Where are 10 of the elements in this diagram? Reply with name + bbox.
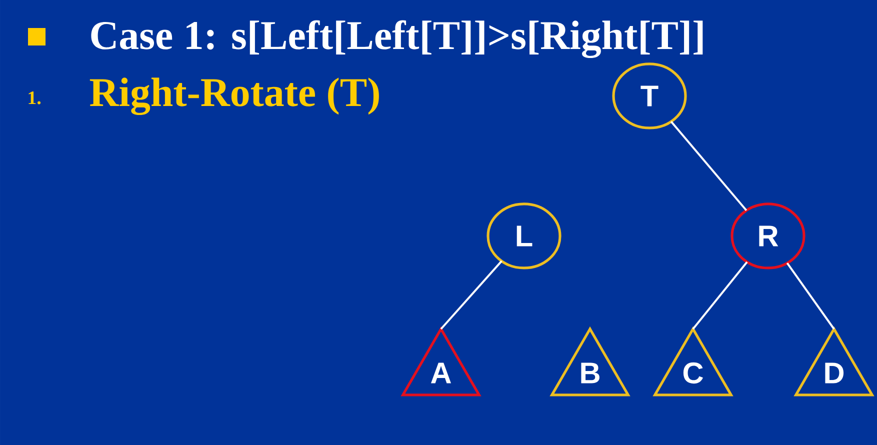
- list-item-text: Right-Rotate (T): [90, 78, 379, 115]
- connector-line: [692, 261, 748, 330]
- connector-line: [440, 260, 502, 330]
- tree-node: R: [730, 202, 806, 270]
- tree-node: T: [612, 62, 687, 130]
- list-number: 1.: [28, 92, 41, 104]
- bullet-text: Case 1: s[Left[Left[T]]>s[Right[T]]: [91, 20, 703, 58]
- connector-line: [786, 262, 835, 330]
- tree-node: L: [486, 202, 562, 270]
- connector-line: [670, 120, 748, 212]
